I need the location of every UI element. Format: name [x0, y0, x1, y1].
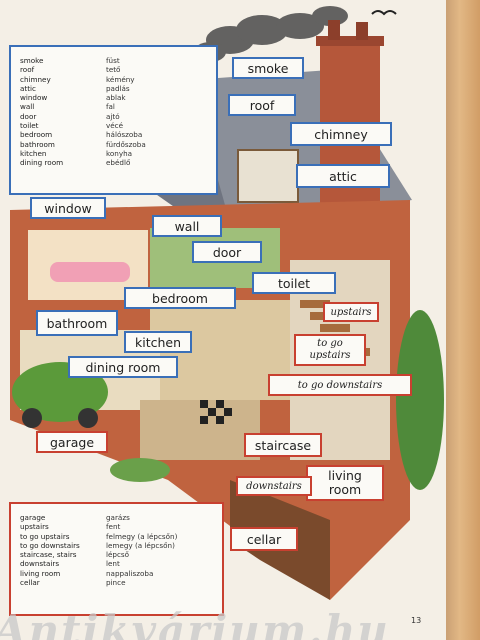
vocabulary-hungarian: nappaliszoba [106, 568, 154, 578]
vocabulary-english: to go downstairs [20, 540, 80, 550]
vocabulary-box-top: smoke füst roof tető chimney kémény attic padlá… [9, 45, 218, 195]
bush-shape [396, 310, 444, 490]
vocabulary-hungarian: padlás [106, 83, 130, 93]
vocabulary-row: window ablak [11, 93, 216, 102]
vocabulary-english: toilet [20, 121, 39, 131]
vocabulary-english: bathroom [20, 139, 55, 149]
vocabulary-hungarian: hálószoba [106, 130, 143, 140]
vocabulary-row: bathroom fürdőszoba [11, 140, 216, 149]
label-living-room: living room [306, 465, 384, 501]
vocabulary-english: attic [20, 83, 36, 93]
book-page: smoke füst roof tető chimney kémény attic padlá… [0, 0, 446, 640]
label-downstairs: downstairs [236, 476, 312, 496]
label-garage: garage [36, 431, 108, 453]
vocabulary-hungarian: ablak [106, 93, 126, 103]
label-to-go-upstairs-line1: to go [317, 338, 343, 349]
vocabulary-list-top: smoke füst roof tető chimney kémény attic padlá… [11, 47, 216, 168]
vocabulary-english: to go upstairs [20, 531, 70, 541]
page-edge [446, 0, 480, 640]
vocabulary-row: kitchen konyha [11, 149, 216, 158]
label-upstairs: upstairs [323, 302, 379, 322]
vocabulary-english: cellar [20, 578, 40, 588]
vocabulary-hungarian: lent [106, 559, 120, 569]
vocabulary-row: attic padlás [11, 84, 216, 93]
vocabulary-english: smoke [20, 56, 44, 65]
vocabulary-row: upstairs fent [11, 522, 222, 531]
vocabulary-hungarian: lépcső [106, 550, 130, 560]
vocabulary-english: upstairs [20, 522, 49, 532]
label-wall: wall [152, 215, 222, 237]
vocabulary-english: living room [20, 568, 61, 578]
vocabulary-hungarian: felmegy (a lépcsőn) [106, 531, 178, 541]
vocabulary-row: chimney kémény [11, 75, 216, 84]
vocabulary-row: dining room ebédlő [11, 158, 216, 167]
vocabulary-hungarian: fent [106, 522, 121, 532]
label-toilet: toilet [252, 272, 336, 294]
vocabulary-english: garage [20, 513, 46, 522]
vocabulary-row: roof tető [11, 65, 216, 74]
smoke-cloud [194, 6, 348, 62]
label-living-room-line1: living [328, 468, 362, 483]
vocabulary-hungarian: ajtó [106, 111, 120, 121]
vocabulary-hungarian: pince [106, 578, 126, 588]
vocabulary-row: toilet vécé [11, 121, 216, 130]
label-chimney: chimney [290, 122, 392, 146]
vocabulary-list-bottom: garage garázs upstairs fent to go upstairs fe… [11, 504, 222, 587]
vocabulary-hungarian: fal [106, 102, 115, 112]
vocabulary-row: bedroom hálószoba [11, 130, 216, 139]
vocabulary-row: downstairs lent [11, 559, 222, 568]
vocabulary-english: roof [20, 65, 35, 75]
vocabulary-row: living room nappaliszoba [11, 569, 222, 578]
vocabulary-row: cellar pince [11, 578, 222, 587]
vocabulary-english: wall [20, 102, 35, 112]
vocabulary-row: staircase, stairs lépcső [11, 550, 222, 559]
vocabulary-box-bottom: garage garázs upstairs fent to go upstairs fe… [9, 502, 224, 616]
vocabulary-hungarian: garázs [106, 513, 130, 522]
vocabulary-hungarian: konyha [106, 148, 133, 158]
vocabulary-english: door [20, 111, 37, 121]
label-to-go-upstairs-line2: upstairs [309, 350, 351, 361]
vocabulary-row: garage garázs [11, 513, 222, 522]
vocabulary-row: wall fal [11, 102, 216, 111]
vocabulary-row: door ajtó [11, 112, 216, 121]
vocabulary-row: to go upstairs felmegy (a lépcsőn) [11, 532, 222, 541]
label-bathroom: bathroom [36, 310, 118, 336]
bird-shape [371, 10, 397, 16]
vocabulary-hungarian: vécé [106, 121, 124, 131]
page-number: 13 [411, 616, 422, 625]
vocabulary-hungarian: füst [106, 56, 120, 65]
label-living-room-line2: room [328, 482, 362, 497]
label-window: window [30, 197, 106, 219]
vocabulary-english: downstairs [20, 559, 60, 569]
label-kitchen: kitchen [124, 331, 192, 353]
label-cellar: cellar [230, 527, 298, 551]
vocabulary-hungarian: lemegy (a lépcsőn) [106, 540, 175, 550]
label-to-go-upstairs: to go upstairs [294, 334, 366, 366]
vocabulary-row: smoke füst [11, 56, 216, 65]
vocabulary-english: kitchen [20, 148, 47, 158]
watermark-text: Antikvárium.hu [0, 606, 390, 640]
label-smoke: smoke [232, 57, 304, 79]
vocabulary-hungarian: kémény [106, 74, 135, 84]
label-roof: roof [228, 94, 296, 116]
label-to-go-downstairs: to go downstairs [268, 374, 412, 396]
vocabulary-english: chimney [20, 74, 51, 84]
vocabulary-hungarian: fürdőszoba [106, 139, 146, 149]
vocabulary-english: window [20, 93, 48, 103]
label-door: door [192, 241, 262, 263]
label-bedroom: bedroom [124, 287, 236, 309]
vocabulary-english: staircase, stairs [20, 550, 77, 560]
vocabulary-row: to go downstairs lemegy (a lépcsőn) [11, 541, 222, 550]
vocabulary-hungarian: ebédlő [106, 158, 131, 168]
label-dining-room: dining room [68, 356, 178, 378]
vocabulary-hungarian: tető [106, 65, 121, 75]
vocabulary-english: dining room [20, 158, 64, 168]
label-attic: attic [296, 164, 390, 188]
label-staircase: staircase [244, 433, 322, 457]
vocabulary-english: bedroom [20, 130, 53, 140]
